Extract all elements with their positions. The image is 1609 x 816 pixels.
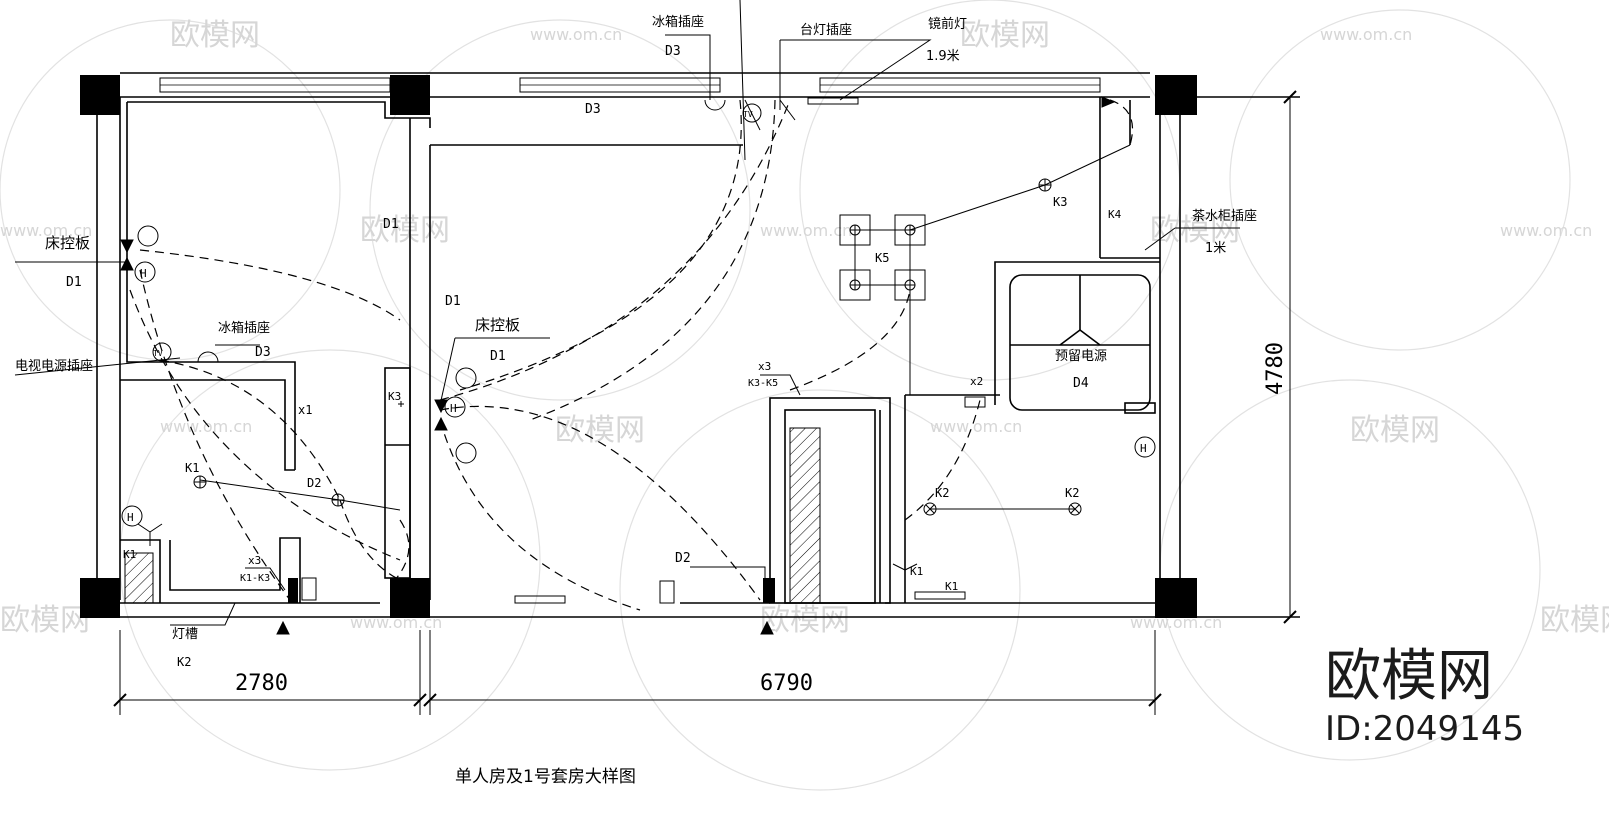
dimension-height: 4780 xyxy=(1263,342,1288,395)
code-k4: K4 xyxy=(1108,208,1122,221)
code-x3-right-range: K3-K5 xyxy=(748,378,778,389)
label-reserved-power: 预留电源 xyxy=(1055,349,1107,364)
code-d1-left-wall: D1 xyxy=(383,217,399,232)
ceiling-light-d2-left xyxy=(331,493,345,507)
code-k3-top: K3 xyxy=(1053,195,1067,209)
wm-site-7: www.om.cn xyxy=(930,417,1022,436)
dimension-right-width: 6790 xyxy=(760,671,813,696)
symbol-h-right: H xyxy=(1140,442,1147,455)
structural-columns xyxy=(80,75,1197,618)
wm-brand-6: 欧模网 xyxy=(1350,413,1440,448)
wm-site-4: www.om.cn xyxy=(760,221,852,240)
label-fridge-socket-left: 冰箱插座 xyxy=(218,320,270,336)
label-fridge-socket-top: 冰箱插座 xyxy=(652,14,704,30)
hatched-shaft-left xyxy=(124,552,154,604)
wm-brand-2: 欧模网 xyxy=(960,18,1050,53)
label-desk-lamp-socket: 台灯插座 xyxy=(800,23,852,38)
label-mirror-light: 镜前灯 xyxy=(928,16,967,32)
code-x3-left-range: K1-K3 xyxy=(240,573,270,584)
code-k1-left-a: K1 xyxy=(185,461,199,475)
symbol-tv-top: TV xyxy=(743,110,753,119)
label-tv-power-socket: 电视电源插座 xyxy=(15,359,93,374)
drawing-title: 单人房及1号套房大样图 xyxy=(455,767,636,787)
code-d1-center: D1 xyxy=(445,294,461,309)
code-k1-right: K1 xyxy=(910,565,923,578)
code-x3-right: x3 xyxy=(758,360,771,373)
code-x3-left: x3 xyxy=(248,554,261,567)
label-bedside-panel-right: 床控板 xyxy=(475,316,520,334)
labels: 冰箱插座 D3 台灯插座 镜前灯 1.9米 D3 床控板 D1 D1 冰箱插座 … xyxy=(15,14,1288,787)
code-d3-left: D3 xyxy=(255,345,271,360)
code-k2-right-b: K2 xyxy=(1065,486,1079,500)
wm-site-2: www.om.cn xyxy=(1320,25,1412,44)
brand-id: ID:2049145 xyxy=(1325,709,1524,749)
ceiling-light-k3 xyxy=(1038,178,1052,192)
symbol-tv-left: TV xyxy=(153,349,163,358)
code-d1-right: D1 xyxy=(490,349,506,364)
background-watermark xyxy=(0,0,1571,791)
label-mirror-light-height: 1.9米 xyxy=(926,49,960,64)
ceiling-light-k1-left xyxy=(193,475,207,489)
leader-lines xyxy=(14,0,1291,715)
code-d2-left: D2 xyxy=(307,476,321,490)
wm-site-1: www.om.cn xyxy=(530,25,622,44)
code-d2-right: D2 xyxy=(675,551,691,566)
code-d4: D4 xyxy=(1073,376,1089,391)
wm-brand-3: 欧模网 xyxy=(360,213,450,248)
wm-brand-7: 欧模网 xyxy=(0,603,90,638)
code-d3-top: D3 xyxy=(665,44,681,59)
code-x1: x1 xyxy=(298,403,312,417)
symbol-h-left: H xyxy=(140,267,147,280)
code-x2: x2 xyxy=(970,375,983,388)
symbol-h-center: H xyxy=(450,402,457,415)
wm-site-3: www.om.cn xyxy=(0,221,92,240)
brand-watermark: 欧模网 ID:2049145 xyxy=(1325,644,1524,749)
dimension-ticks xyxy=(113,90,1297,707)
dimension-left-width: 2780 xyxy=(235,671,288,696)
code-k1-left-b: K1 xyxy=(123,548,136,561)
wm-brand-1: 欧模网 xyxy=(170,18,260,53)
wm-brand-8: 欧模网 xyxy=(760,603,850,638)
symbol-h-bath: H xyxy=(127,511,134,524)
code-k3-mid: K3 xyxy=(388,390,401,403)
wm-site-6: www.om.cn xyxy=(160,417,252,436)
wm-brand-4: 欧模网 xyxy=(1150,213,1240,248)
hatched-shaft-right xyxy=(789,427,821,604)
wm-brand-9: 欧模网 xyxy=(1540,603,1609,638)
label-light-trough: 灯槽 xyxy=(172,627,198,642)
wm-site-5: www.om.cn xyxy=(1500,221,1592,240)
code-k1-right-b: K1 xyxy=(945,580,958,593)
watermark-logos: 欧模网 欧模网 欧模网 欧模网 欧模网 欧模网 欧模网 欧模网 欧模网 www.… xyxy=(0,18,1609,638)
code-k2-left: K2 xyxy=(177,655,191,669)
code-k2-right-a: K2 xyxy=(935,486,949,500)
dashed-wiring xyxy=(129,99,1134,611)
code-k5: K5 xyxy=(875,251,889,265)
walls xyxy=(96,72,1300,618)
brand-logo-text: 欧模网 xyxy=(1325,644,1493,709)
label-kettle-socket-height: 1米 xyxy=(1205,241,1226,256)
code-d3-mid: D3 xyxy=(585,102,601,117)
label-bedside-panel-left: 床控板 xyxy=(45,234,90,252)
code-d1-left: D1 xyxy=(66,275,82,290)
label-kettle-socket: 茶水柜插座 xyxy=(1192,208,1257,224)
electrical-symbols xyxy=(120,96,1156,635)
